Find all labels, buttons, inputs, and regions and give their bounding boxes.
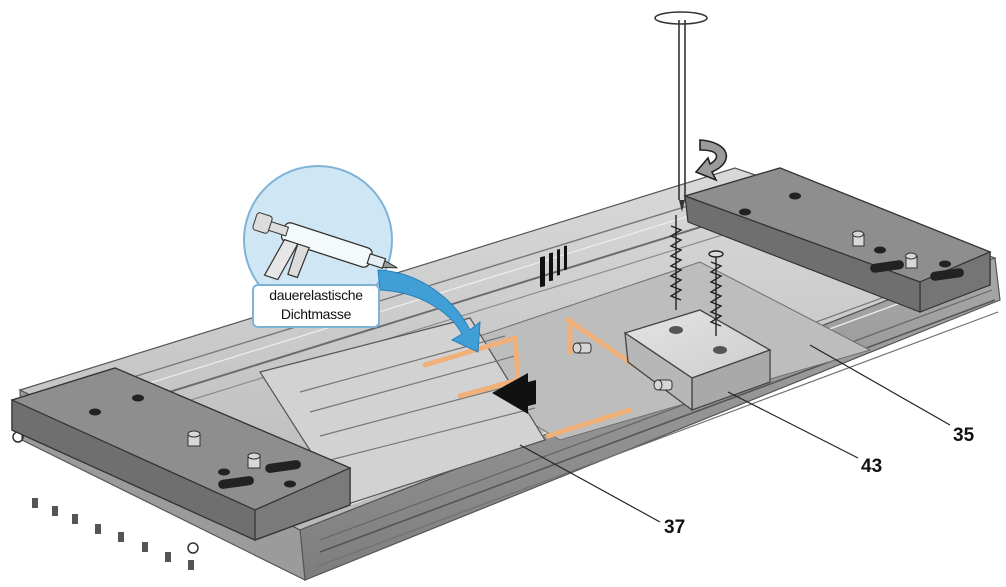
clamp-block [572,309,772,412]
screwdriver [654,11,708,212]
leader-lines [519,344,951,523]
sealant-callout-label: dauerelastische Dichtmasse [252,284,380,328]
slide-direction-arrow [492,245,567,414]
callout-line-1: dauerelastische [269,287,363,303]
part-label-37: 37 [664,517,686,538]
caulking-gun-icon [243,165,398,315]
screws [669,215,724,336]
callout-arrow [377,269,481,353]
left-carriage [10,317,546,541]
right-end-plate [683,167,992,313]
callout-line-2: Dichtmasse [280,306,352,322]
part-label-43: 43 [861,456,883,477]
part-label-35: 35 [953,425,975,446]
rotation-arrow-icon [694,139,728,182]
